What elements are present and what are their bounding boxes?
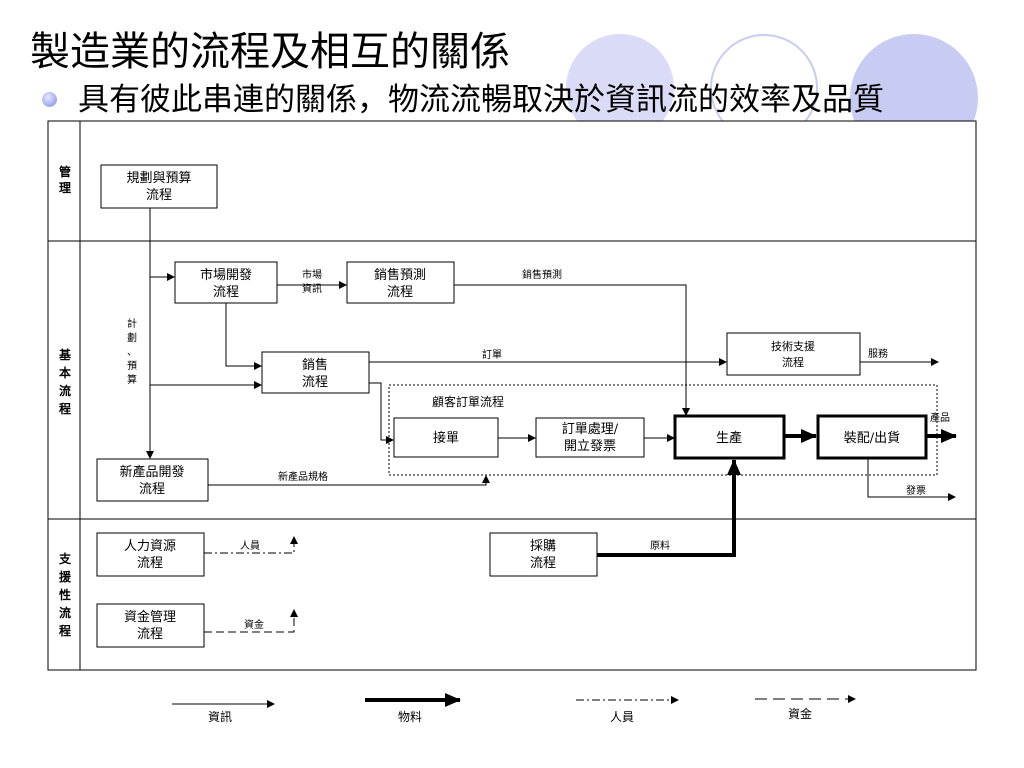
- arrow-sales-to-accept: [369, 382, 394, 444]
- label-funds: 資金: [244, 618, 264, 631]
- box-sales: [261, 351, 370, 394]
- legend-material-label: 物料: [398, 710, 422, 724]
- box-tech-line2: 流程: [782, 355, 804, 369]
- box-assembly-text: 裝配/出貨: [844, 430, 900, 446]
- arrow-invoice: [867, 458, 956, 501]
- box-market: [174, 261, 278, 304]
- box-fund-line1: 資金管理: [124, 609, 176, 625]
- label-order: 訂單: [482, 348, 502, 361]
- box-planning: [100, 164, 218, 209]
- box-tech-line1: 技術支援: [771, 339, 815, 353]
- box-assembly: [816, 414, 928, 460]
- arrow-raw-material: [597, 459, 741, 557]
- box-forecast: [346, 261, 455, 304]
- box-hr-line1: 人力資源: [124, 539, 176, 554]
- customer-order-label: 顧客訂單流程: [432, 394, 504, 409]
- box-forecast-line1: 銷售預測: [374, 267, 426, 283]
- legend: 資訊 物料 人員 資金: [172, 693, 856, 724]
- label-plan-budget-char: 、: [127, 347, 137, 358]
- lane-support-char: 性: [58, 587, 71, 602]
- lane-support-char: 程: [59, 623, 71, 638]
- arrow-funds: [204, 609, 298, 633]
- box-hr-line2: 流程: [137, 556, 163, 571]
- lane-support-char: 流: [59, 605, 71, 620]
- bullet-icon: [42, 92, 57, 107]
- lane-support-char: 支: [58, 551, 72, 566]
- label-service: 服務: [868, 347, 888, 360]
- slide-title: 製造業的流程及相互的關係: [30, 29, 510, 75]
- arrow-new-spec: [208, 475, 490, 486]
- box-new-product: [96, 458, 209, 502]
- label-product: 產品: [930, 411, 950, 424]
- arrow-personnel: [204, 536, 298, 554]
- slide-subtitle: 具有彼此串連的關係，物流流暢取決於資訊流的效率及品質: [78, 82, 884, 118]
- lane-support-char: 援: [59, 569, 72, 584]
- box-planning-line2: 流程: [146, 188, 172, 203]
- box-tech: [726, 332, 861, 376]
- label-invoice: 發票: [906, 484, 926, 497]
- box-fund-line2: 流程: [137, 627, 163, 642]
- lane-basic-char: 流: [59, 383, 71, 398]
- customer-order-region: [388, 384, 938, 476]
- box-sales-line2: 流程: [302, 375, 328, 390]
- box-planning-line1: 規劃與預算: [126, 171, 191, 186]
- arrow-forecast-to-production: [454, 284, 690, 416]
- label-raw-material: 原料: [650, 539, 670, 552]
- box-purchase: [489, 532, 598, 577]
- label-new-spec: 新產品規格: [278, 470, 328, 483]
- box-fund: [96, 603, 205, 648]
- box-order-proc-line1: 訂單處理/: [562, 421, 619, 437]
- label-forecast: 銷售預測: [522, 268, 562, 281]
- legend-info-label: 資訊: [208, 709, 232, 724]
- box-order-proc-line2: 開立發票: [564, 439, 616, 454]
- label-plan-budget-char: 計: [127, 317, 137, 330]
- label-market-info-1: 市場: [302, 268, 322, 281]
- box-accept: [393, 417, 499, 458]
- label-plan-budget-char: 預: [127, 360, 137, 372]
- label-personnel: 人員: [240, 540, 260, 552]
- label-plan-budget-char: 劃: [127, 331, 137, 344]
- box-forecast-line2: 流程: [387, 285, 413, 300]
- lane-basic-char: 本: [59, 365, 71, 380]
- legend-funds-label: 資金: [788, 706, 812, 721]
- label-plan-budget-char: 算: [127, 373, 137, 386]
- box-new-product-line1: 新產品開發: [119, 464, 184, 480]
- box-order-proc: [535, 417, 645, 458]
- box-market-line2: 流程: [213, 285, 239, 300]
- legend-personnel-label: 人員: [610, 710, 634, 724]
- lane-management-char: 理: [59, 181, 71, 195]
- box-hr: [96, 532, 205, 577]
- box-purchase-line1: 採購: [530, 539, 556, 554]
- diagram-frame: [47, 120, 977, 671]
- lane-basic-char: 程: [59, 401, 71, 416]
- label-market-info-2: 資訊: [302, 282, 322, 295]
- box-production-text: 生產: [716, 430, 742, 446]
- box-new-product-line2: 流程: [139, 482, 165, 497]
- lane-basic-char: 基: [58, 347, 72, 362]
- lane-management-char: 管: [59, 164, 71, 179]
- box-purchase-line2: 流程: [530, 556, 556, 571]
- box-sales-line1: 銷售: [302, 357, 328, 373]
- arrow-market-to-sales: [225, 303, 262, 370]
- box-market-line1: 市場開發: [200, 267, 252, 283]
- box-accept-text: 接單: [433, 430, 459, 446]
